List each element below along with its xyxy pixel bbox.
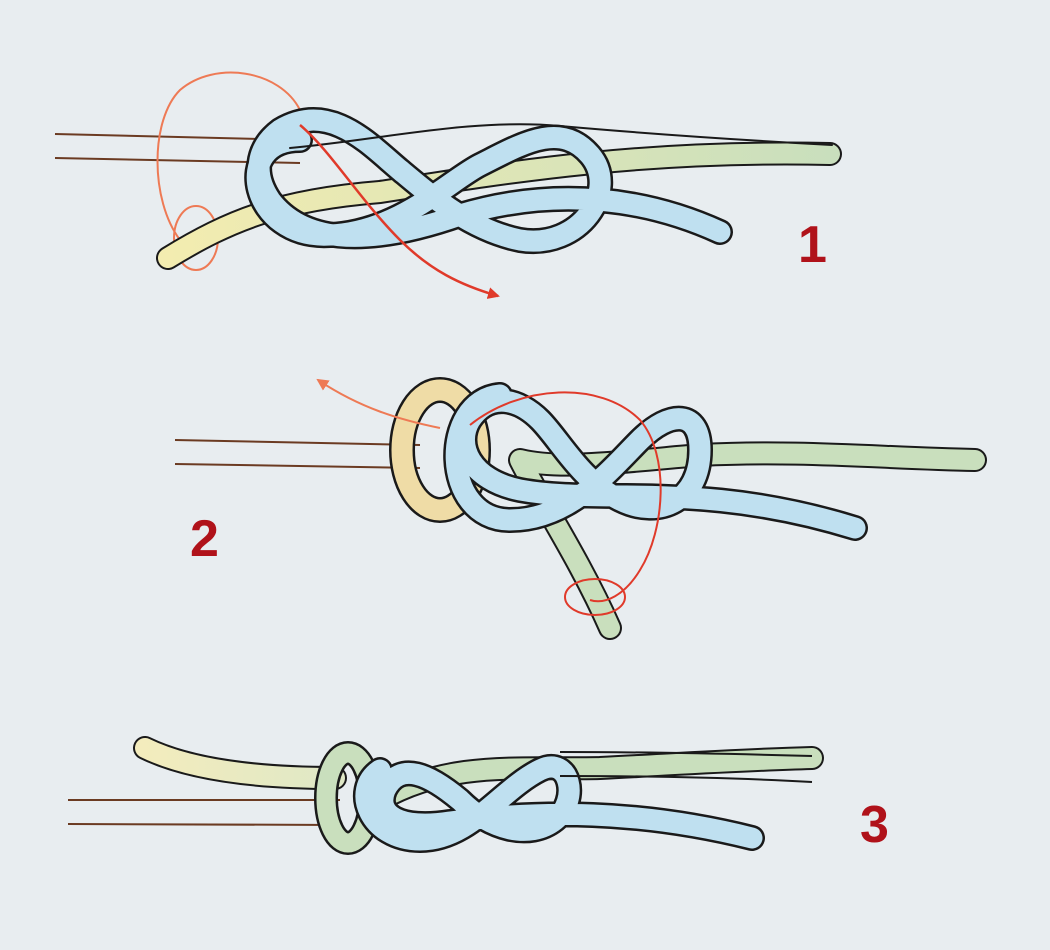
step-1-orange-guide-loop — [156, 71, 301, 241]
step-2-orange-arrow — [316, 378, 441, 429]
step-3-blue-rope-fill — [355, 756, 763, 851]
step-2-blue-rope-fill — [445, 384, 866, 539]
step-3-illustration: 3 — [67, 736, 889, 855]
step-2-thin-line-top — [174, 439, 421, 446]
step-1-blue-rope-fill — [246, 109, 731, 252]
step-1-label: 1 — [798, 216, 827, 274]
step-3-lower-strand-line — [559, 775, 813, 783]
step-1-illustration: 1 — [54, 71, 842, 299]
step-1-red-arrow — [299, 124, 500, 299]
step-3-label: 3 — [860, 796, 889, 854]
step-2-illustration: 2 — [174, 377, 987, 640]
step-2-thin-line-bottom — [174, 463, 421, 469]
step-2-red-guide-ring — [564, 578, 626, 616]
step-2-label: 2 — [190, 510, 219, 568]
step-3-thin-line-bottom — [67, 823, 341, 826]
step-1-upper-strand-outline — [289, 123, 833, 149]
step-2-red-guide-loop — [469, 391, 662, 603]
step-3-yellow-tail-fill — [135, 738, 345, 788]
step-3-upper-strand-line — [559, 751, 813, 757]
